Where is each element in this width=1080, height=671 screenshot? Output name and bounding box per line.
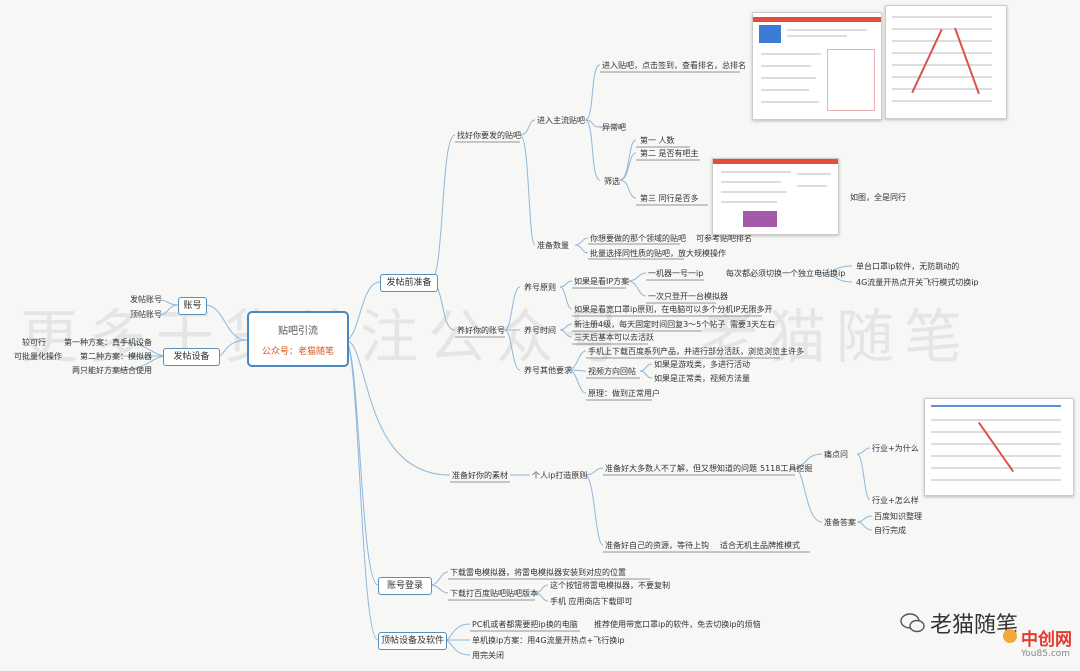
- node-login-2: 下载打百度贴吧贴吧版本: [450, 589, 538, 598]
- tieba-screenshot-1: [752, 12, 882, 120]
- central-subtitle: 公众号：老猫随笔: [261, 347, 334, 357]
- central-topic: 贴吧引流 公众号：老猫随笔: [247, 311, 349, 367]
- node-acc-rules-2: 如果是看宽口罩ip原则，在电脑可以多个分机IP无限多开: [574, 305, 773, 314]
- node-device-plan-1: 第一种方案：真手机设备: [64, 338, 152, 347]
- logo-ball-icon: [1003, 629, 1017, 643]
- node-acc-rules-1: 如果是看IP方案: [574, 277, 630, 286]
- node-top-device-2: 单机换ip方案：用4G流量开热点+飞行换ip: [472, 636, 625, 645]
- node-nurture: 养好你的账号: [457, 326, 505, 335]
- logo-url: You85.com: [1021, 649, 1071, 659]
- node-acc-time-note: 需要3天左右: [730, 320, 776, 329]
- node-account: 账号: [178, 297, 207, 315]
- node-acc-rules-1a: 一机器一号一ip: [648, 269, 704, 278]
- node-pain-1: 行业+为什么: [872, 444, 919, 453]
- node-material-b-note: 适合无机主品牌推模式: [720, 541, 800, 550]
- node-login-sub-2: 手机 应用商店下载即可: [550, 597, 633, 606]
- node-login-1: 下载雷电模拟器，将雷电模拟器安装到对应的位置: [450, 568, 626, 577]
- node-acc-other-sub-1: 如果是游戏类，多进行活动: [654, 360, 750, 369]
- node-login: 账号登录: [378, 577, 432, 595]
- node-post-account: 发帖账号: [130, 295, 162, 304]
- node-filter: 筛选: [604, 177, 620, 186]
- node-find-bars: 找好你要发的贴吧: [457, 131, 521, 140]
- node-acc-other-2: 视频方向回帖: [588, 367, 636, 376]
- node-acc-other-sub-2: 如果是正常类，视频方法量: [654, 374, 750, 383]
- node-top-device-3: 用完关闭: [472, 651, 504, 660]
- node-acc-other: 养号其他要求: [524, 366, 572, 375]
- node-top-device: 顶帖设备及软件: [378, 632, 447, 650]
- node-material-rule: 个人ip打造原则: [532, 471, 588, 480]
- node-answer-2: 自行完成: [874, 526, 906, 535]
- node-top-device-1: PC机或者都需要把ip换的电脑: [472, 620, 578, 629]
- node-pain-2: 行业+怎么样: [872, 496, 919, 505]
- node-acc-rules-1a-sub-2: 4G流量开热点开关飞行模式切换ip: [856, 278, 979, 287]
- node-filter-3: 第三 同行是否多: [640, 194, 699, 203]
- node-figure-note: 如图，全是同行: [850, 193, 906, 202]
- node-enter-bar: 进入主流贴吧: [537, 116, 585, 125]
- tieba-screenshot-3: [712, 158, 839, 235]
- node-abnormal: 异常吧: [602, 123, 626, 132]
- tieba-screenshot-2: [885, 5, 1007, 119]
- node-acc-other-1: 手机上下载百度系列产品，并进行部分活跃，浏览浏览主许多: [588, 347, 804, 356]
- node-answer: 准备答案: [824, 518, 856, 527]
- node-device-sub-2: 可批量化操作: [14, 352, 62, 361]
- node-acc-rules-1a-sub-1: 单台口罩ip软件，无防跳动的: [856, 262, 960, 271]
- node-post-device: 发帖设备: [163, 348, 220, 366]
- central-title: 贴吧引流: [278, 326, 318, 337]
- site-logo: 中创网 You85.com: [1003, 625, 1072, 665]
- node-material-a: 准备好大多数人不了解，但又想知道的问题: [605, 464, 757, 473]
- node-login-sub-1: 这个按钮将雷电模拟器，不要复制: [550, 581, 670, 590]
- node-device-plan-3: 两只能好方案结合使用: [72, 366, 152, 375]
- tool-5118-screenshot: [924, 398, 1074, 496]
- node-acc-rules: 养号原则: [524, 283, 556, 292]
- node-material-b: 准备好自己的资源，等待上钩: [605, 541, 709, 550]
- node-prep-count-1: 你想要做的那个领域的贴吧: [590, 234, 686, 243]
- node-device-sub-1: 较可行: [22, 338, 46, 347]
- node-material: 准备好你的素材: [452, 471, 508, 480]
- node-enter-bar-detail: 进入贴吧，点击签到，查看排名，总排名: [602, 61, 746, 70]
- node-device-plan-2: 第二种方案：模拟器: [80, 352, 152, 361]
- wechat-icon: [900, 613, 925, 633]
- node-top-account: 顶帖账号: [130, 310, 162, 319]
- node-acc-time-1: 新注册4级，每天固定时间回复3～5个帖子: [574, 320, 726, 329]
- node-acc-time-2: 三天后基本可以去活跃: [574, 333, 654, 342]
- node-prep-count: 准备数量: [537, 241, 569, 250]
- node-material-tool: 5118工具挖掘: [760, 464, 813, 473]
- node-prep-count-note: 可参考贴吧排名: [696, 234, 752, 243]
- node-prep: 发帖前准备: [380, 274, 438, 292]
- node-acc-rules-1a-note: 每次都必须切换一个独立电话换ip: [726, 269, 846, 278]
- node-answer-1: 百度知识整理: [874, 512, 922, 521]
- node-acc-rules-1b: 一次只登开一台模拟器: [648, 292, 728, 301]
- tieba-logo-thumb: [759, 25, 781, 43]
- node-filter-1: 第一 人数: [640, 136, 675, 145]
- node-prep-count-2: 批量选择同性质的贴吧，放大规模操作: [590, 249, 726, 258]
- node-pain: 痛点问: [824, 450, 848, 459]
- logo-text: 中创网: [1021, 630, 1072, 650]
- node-top-device-note: 推荐使用带宽口罩ip的软件，免去切换ip的烦恼: [594, 620, 761, 629]
- node-acc-other-3: 原理：做到正常用户: [588, 389, 660, 398]
- node-filter-2: 第二 是否有吧主: [640, 149, 699, 158]
- node-acc-time: 养号时间: [524, 326, 556, 335]
